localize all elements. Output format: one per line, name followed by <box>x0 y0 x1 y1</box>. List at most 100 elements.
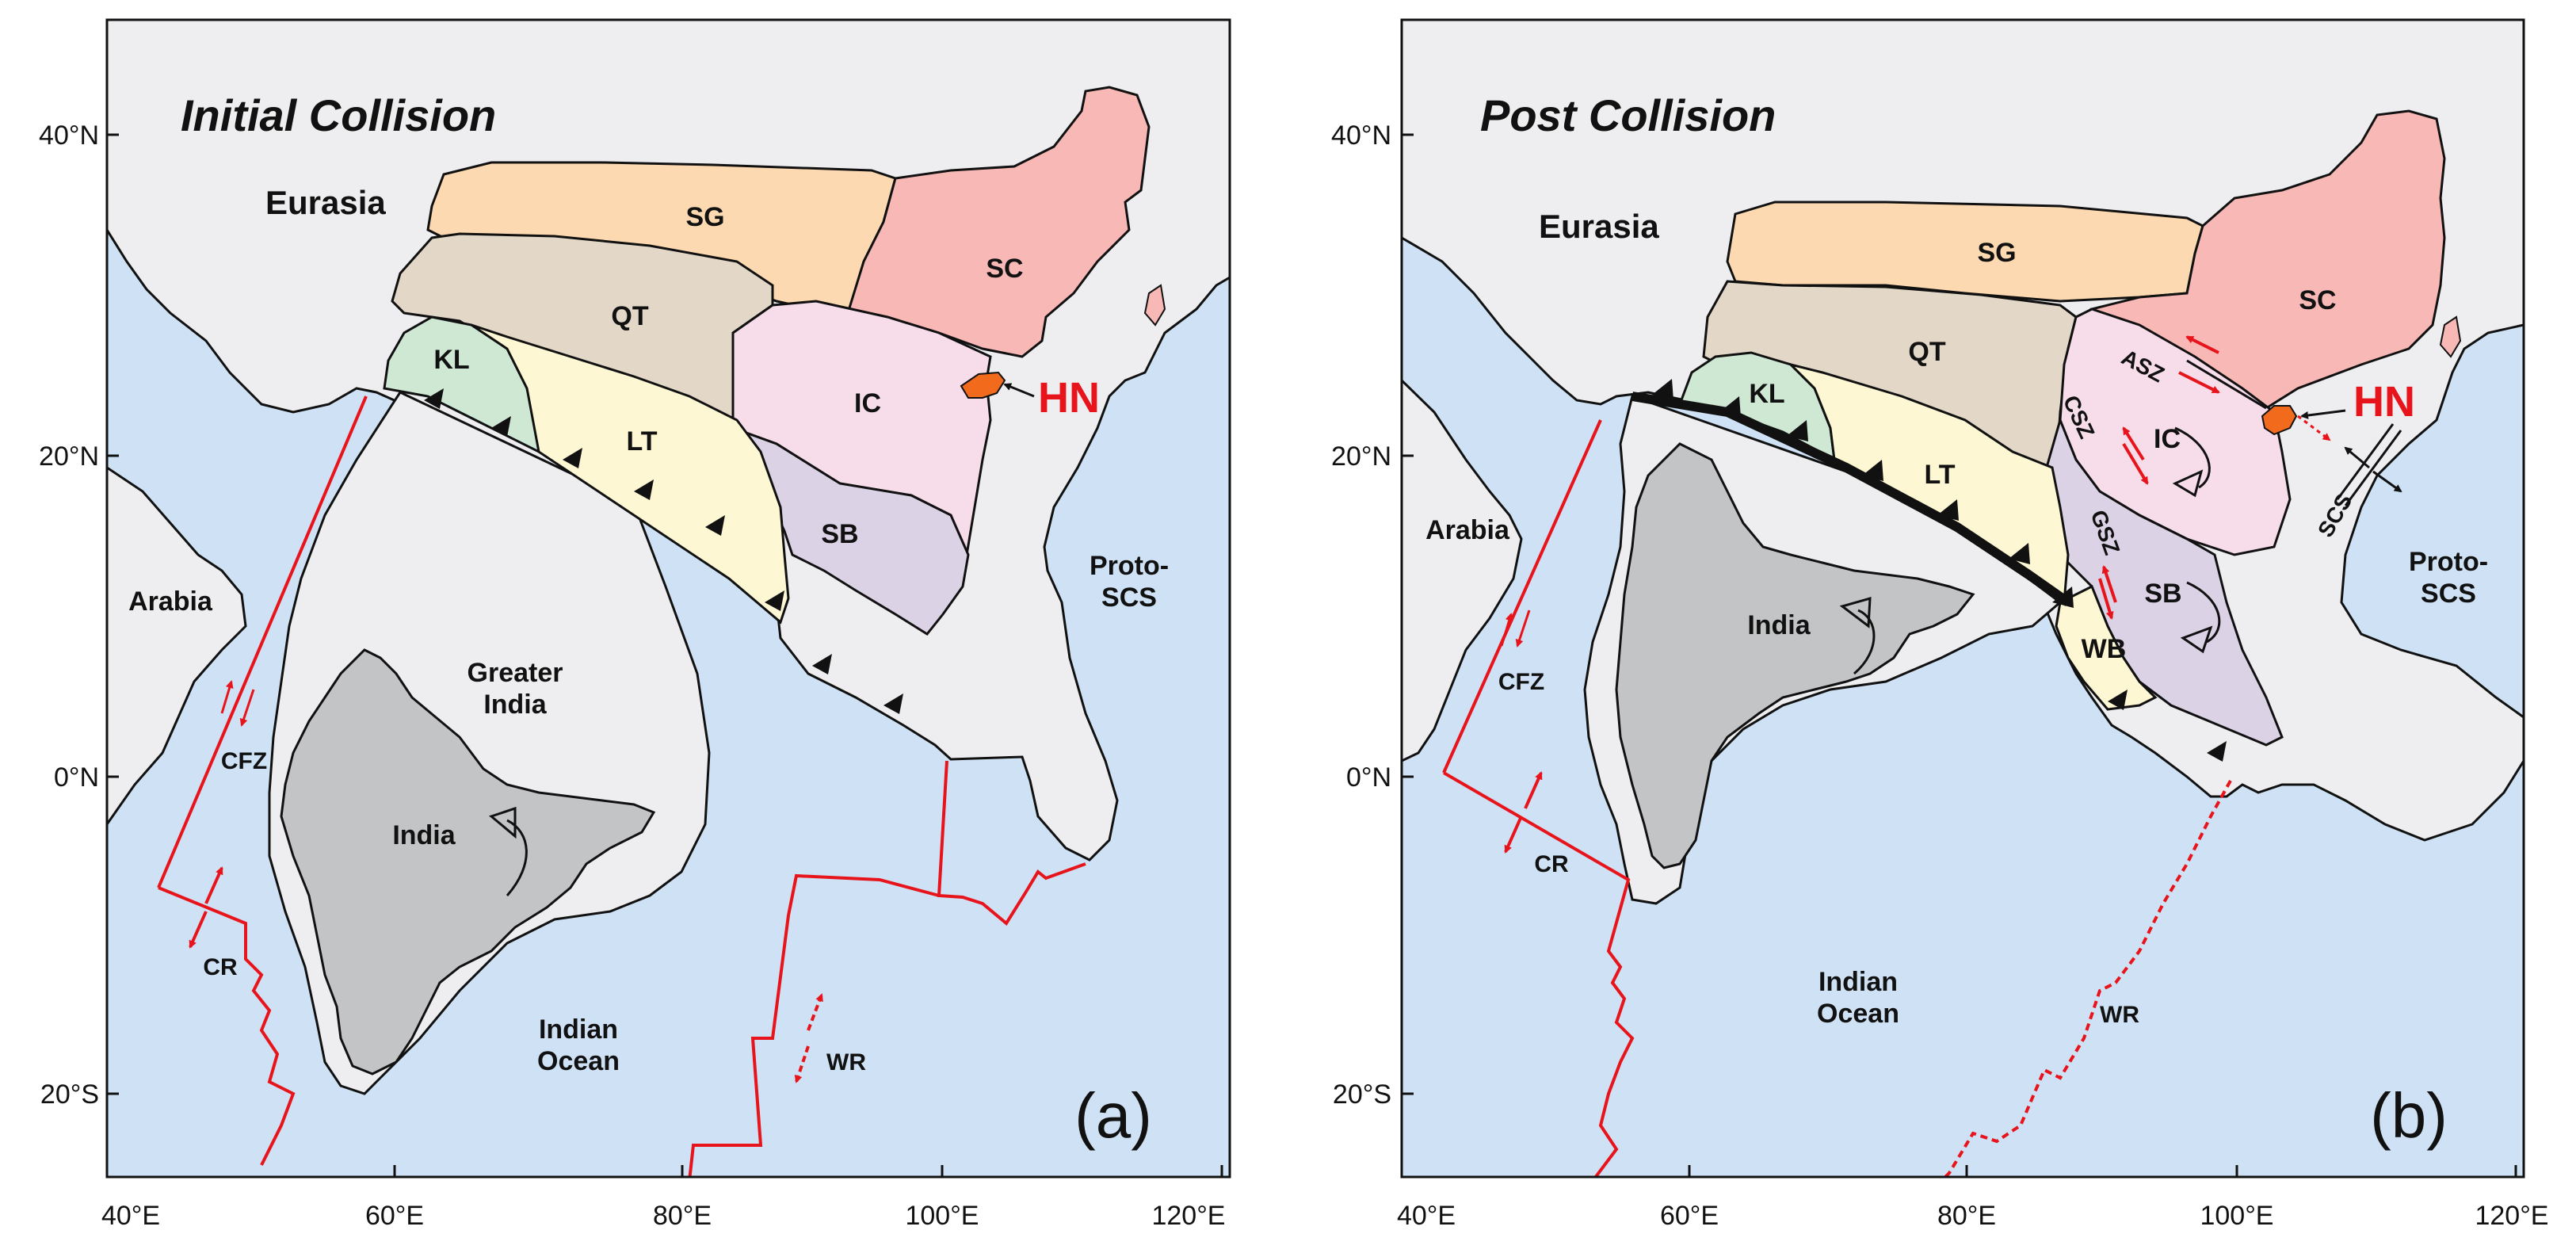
label-cfz-a: CFZ <box>221 748 267 774</box>
cr-arrow2-a <box>189 911 208 949</box>
label-eurasia-b: Eurasia <box>1539 208 1659 245</box>
cfz-arrow2-b <box>1515 609 1531 648</box>
cr-arrow1-a <box>204 866 223 904</box>
label-arabia-b: Arabia <box>1425 515 1510 545</box>
asz-line-b <box>2186 359 2267 410</box>
label-sb-a: SB <box>821 519 858 549</box>
x-ticks-a <box>105 133 1223 1177</box>
label-proto-scs-2-a: SCS <box>1101 583 1157 613</box>
label-wr-b: WR <box>2100 1002 2139 1028</box>
sb-rotation-arrow-b <box>2180 581 2221 654</box>
arabia-land-b <box>1402 378 1523 762</box>
label-indian-ocean-1-b: Indian <box>1818 967 1898 997</box>
hn-dotted-b <box>2297 415 2331 441</box>
cr-arrow2-b <box>1504 816 1523 854</box>
x-tick-40e-a: 40°E <box>101 1201 160 1231</box>
panel-b: 40°E 60°E 80°E 100°E 120°E 40°N 20°N 0°N… <box>1331 18 2549 1231</box>
x-tick-100e-b: 100°E <box>2200 1201 2273 1231</box>
label-sc-a: SC <box>986 254 1023 284</box>
label-cfz-b: CFZ <box>1498 669 1544 695</box>
csz-arrow2-b <box>2122 426 2145 461</box>
label-indian-ocean-2-a: Ocean <box>537 1046 620 1076</box>
hn-block-b <box>2261 405 2298 436</box>
label-indian-ocean-2-b: Ocean <box>1817 999 1899 1029</box>
cfz-arrow1-a <box>220 680 234 714</box>
label-qt-a: QT <box>611 301 648 331</box>
label-kl-b: KL <box>1749 379 1784 409</box>
label-wb-b: WB <box>2082 634 2127 664</box>
frame-b <box>1400 18 2525 1179</box>
block-sb-b <box>2043 416 2284 747</box>
cr-ridge-a <box>158 886 296 1166</box>
suture-thick-b <box>1631 392 2071 606</box>
label-cr-b: CR <box>1534 851 1569 877</box>
block-lt-b <box>1787 362 2070 605</box>
hn-pointer-b <box>2300 409 2346 419</box>
block-wb-b <box>2055 584 2158 711</box>
y-tick-20s-b: 20°S <box>1333 1079 1391 1110</box>
india-land-b <box>1615 442 1975 869</box>
cfz-arrow2-a <box>239 689 255 727</box>
hn-block-a <box>960 371 1006 399</box>
label-ic-a: IC <box>854 388 881 418</box>
x-tick-80e-a: 80°E <box>653 1201 712 1231</box>
y-tick-0n-a: 0°N <box>54 762 99 793</box>
hn-pointer-a <box>1003 383 1035 398</box>
scs-arrow2-b <box>2372 470 2402 493</box>
x-tick-120e-a: 120°E <box>1151 1201 1225 1231</box>
label-india-a: India <box>392 820 456 850</box>
cfz-arrow1-b <box>1500 613 1513 647</box>
wr-ridge-b-a <box>688 873 940 1177</box>
india-rotation-arrow-b <box>1839 596 1876 675</box>
scs-ridge1-b <box>2336 423 2395 500</box>
x-tick-40e-b: 40°E <box>1397 1201 1456 1231</box>
panel-b-title: Post Collision <box>1480 90 1776 140</box>
arabia-land-a <box>107 466 247 827</box>
label-lt-a: LT <box>626 426 657 457</box>
wr-ridge-a <box>937 760 1086 927</box>
trench-teeth-b <box>1652 379 2227 762</box>
wr-arrow2-a <box>794 1045 810 1083</box>
panel-a-label: (a) <box>1074 1080 1152 1151</box>
label-wr-a: WR <box>826 1049 866 1076</box>
label-ic-b: IC <box>2154 424 2181 454</box>
label-sg-a: SG <box>685 202 724 232</box>
label-proto-scs-1-a: Proto- <box>1090 551 1169 581</box>
island-a <box>1143 284 1166 327</box>
asz-arrow1-b <box>2178 371 2220 394</box>
trench-teeth-a <box>424 388 903 714</box>
panel-a-title: Initial Collision <box>181 90 496 140</box>
cfz-line-a <box>157 395 368 888</box>
y-tick-20n-a: 20°N <box>39 441 99 472</box>
label-greater-india-2-a: India <box>483 690 547 720</box>
scs-ridge2-b <box>2344 430 2402 506</box>
asz-arrow2-b <box>2185 335 2219 354</box>
label-hn-a: HN <box>1038 374 1100 422</box>
label-arabia-a: Arabia <box>128 586 213 617</box>
india-rotation-arrow-a <box>488 806 528 896</box>
india-land-a <box>280 648 656 1076</box>
label-hn-b: HN <box>2353 378 2415 426</box>
gsz-arrow1-b <box>2098 578 2114 620</box>
label-sc-b: SC <box>2299 285 2336 315</box>
y-tick-40n-a: 40°N <box>39 120 99 151</box>
label-qt-b: QT <box>1908 337 1945 367</box>
x-tick-100e-a: 100°E <box>905 1201 979 1231</box>
label-kl-a: KL <box>433 345 469 375</box>
panel-b-label: (b) <box>2370 1080 2448 1151</box>
x-tick-60e-b: 60°E <box>1660 1201 1719 1231</box>
y-tick-0n-b: 0°N <box>1346 762 1391 793</box>
label-cr-a: CR <box>203 954 238 980</box>
label-indian-ocean-1-a: Indian <box>539 1014 618 1045</box>
scs-arrow1-b <box>2344 446 2370 469</box>
wr-arrow1-a <box>807 993 823 1031</box>
panel-a: 40°E 60°E 80°E 100°E 120°E 40°N 20°N 0°N… <box>39 18 1231 1231</box>
x-tick-60e-a: 60°E <box>365 1201 424 1231</box>
label-sb-b: SB <box>2144 579 2181 609</box>
x-tick-120e-b: 120°E <box>2475 1201 2548 1231</box>
x-tick-80e-b: 80°E <box>1937 1201 1996 1231</box>
ic-rotation-arrow-b <box>2172 426 2211 498</box>
block-lt-a <box>471 323 790 625</box>
label-proto-scs-1-b: Proto- <box>2409 547 2488 577</box>
